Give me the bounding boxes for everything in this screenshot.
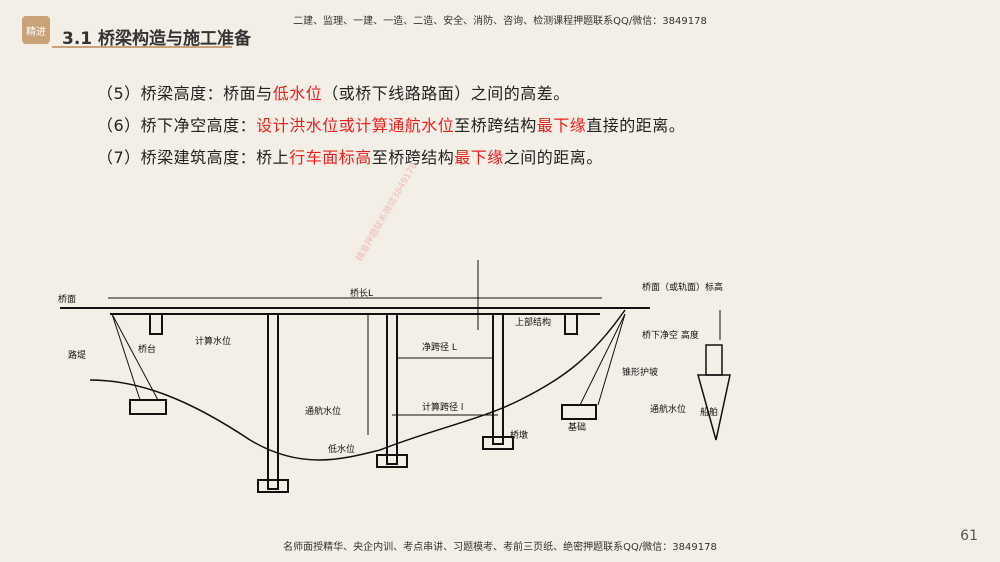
label-embankment: 路堤 xyxy=(68,349,86,361)
pier-1 xyxy=(267,313,279,490)
bottom-notice: 名师面授精华、央企内训、考点串讲、习题模考、考前三页纸、绝密押题联系QQ/微信：… xyxy=(283,542,717,553)
page-number: 61 xyxy=(960,528,978,544)
label-pier: 桥墩 xyxy=(510,429,528,441)
title-underline xyxy=(52,46,232,48)
label-nav-water-right: 通航水位 xyxy=(650,403,686,415)
text: 至桥跨结构 xyxy=(454,116,537,135)
text: （或桥下线路路面）之间的高差。 xyxy=(322,84,570,103)
pier-2-footing xyxy=(376,454,408,468)
text: （7）桥梁建筑高度：桥上 xyxy=(97,148,290,167)
text: 之间的距离。 xyxy=(503,148,603,167)
top-notice: 二建、监理、一建、一造、二造、安全、消防、咨询、检测课程押题联系QQ/微信：38… xyxy=(293,16,707,27)
abutment-left xyxy=(129,399,167,415)
label-deck-right: 桥面（或轨面）标高 xyxy=(642,281,723,293)
label-low-water: 低水位 xyxy=(328,443,355,455)
label-cone-slope: 锥形护坡 xyxy=(622,366,658,378)
label-length: 桥长L xyxy=(350,287,373,299)
ground-line xyxy=(89,309,626,461)
bridge-diagram: 桥面 桥长L 桥台 路堤 计算水位 通航水位 低水位 净跨径 L 计算跨径 l … xyxy=(58,260,731,493)
logo-text: 精进 xyxy=(26,26,46,38)
pier-3-footing xyxy=(482,436,514,450)
highlight: 最下缘 xyxy=(454,148,504,167)
label-foundation: 基础 xyxy=(568,421,586,433)
foundation-right xyxy=(561,404,597,420)
pier-3 xyxy=(492,313,504,445)
label-clearance-right: 桥下净空 高度 xyxy=(642,329,699,341)
text: 直接的距离。 xyxy=(586,116,686,135)
highlight: 设计洪水位或计算通航水位 xyxy=(256,116,455,135)
text: （6）桥下净空高度： xyxy=(97,116,257,135)
label-ship: 船舶 xyxy=(700,406,718,418)
text: 至桥跨结构 xyxy=(371,148,455,167)
label-deck: 桥面 xyxy=(58,293,76,305)
label-calc-span: 计算跨径 l xyxy=(422,401,463,413)
highlight: 最下缘 xyxy=(536,116,587,135)
highlight: 低水位 xyxy=(272,84,323,103)
definition-line-5: （5）桥梁高度：桥面与低水位（或桥下线路路面）之间的高差。 xyxy=(97,80,570,104)
label-calc-water: 计算水位 xyxy=(195,335,231,347)
label-nav-water: 通航水位 xyxy=(305,405,341,417)
pier-2 xyxy=(386,313,398,465)
label-superstructure: 上部结构 xyxy=(515,316,551,328)
text: （5）桥梁高度：桥面与 xyxy=(97,84,273,103)
definition-line-7: （7）桥梁建筑高度：桥上行车面标高至桥跨结构最下缘之间的距离。 xyxy=(97,144,603,168)
logo: 精进 xyxy=(22,16,50,44)
highlight: 行车面标高 xyxy=(289,148,372,167)
section-title: 3.1 桥梁构造与施工准备 xyxy=(62,29,252,49)
definition-line-6: （6）桥下净空高度：设计洪水位或计算通航水位至桥跨结构最下缘直接的距离。 xyxy=(97,112,685,136)
label-net-span: 净跨径 L xyxy=(422,341,457,353)
label-abutment: 桥台 xyxy=(138,343,156,355)
pier-1-footing xyxy=(257,479,289,493)
